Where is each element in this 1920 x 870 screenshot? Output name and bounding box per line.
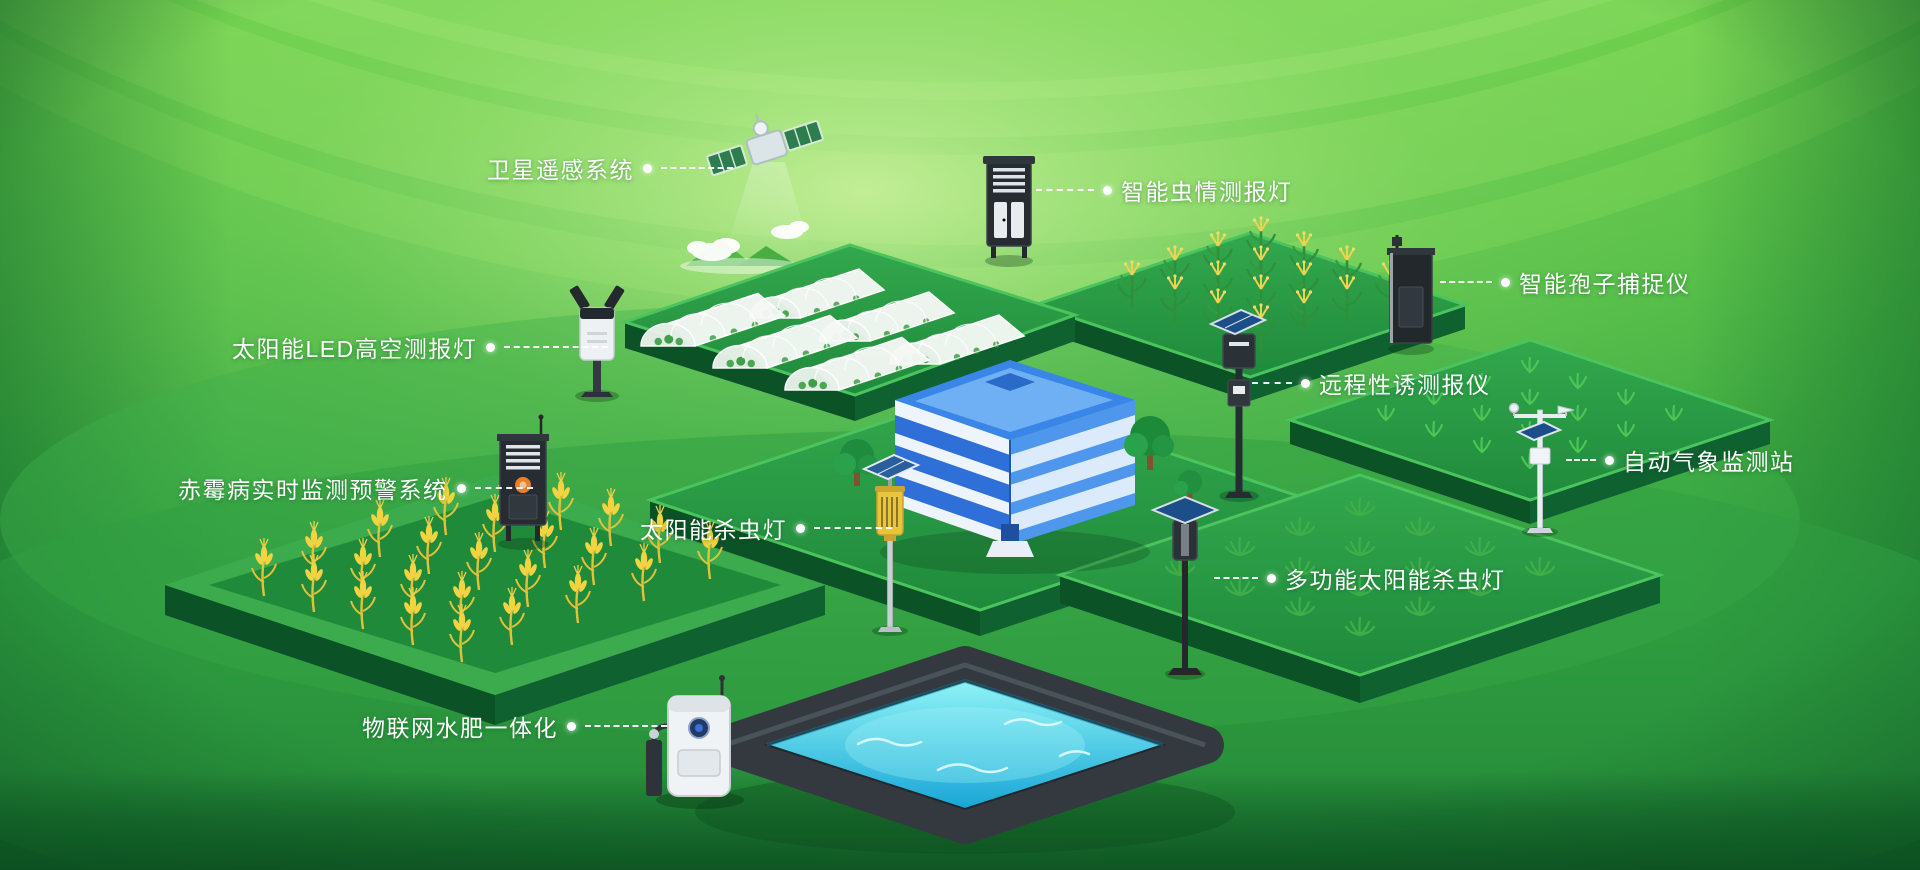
label-text: 远程性诱测报仪 [1319,372,1491,398]
dash-line [1440,281,1492,283]
dot-icon [1501,277,1510,287]
label-solar-led-airspace-lamp[interactable]: 太阳能LED高空测报灯 [232,330,609,364]
dash-line [474,487,533,489]
label-text: 自动气象监测站 [1623,449,1795,475]
label-text: 太阳能LED高空测报灯 [232,336,478,362]
label-insect-monitor-lamp[interactable]: 智能虫情测报灯 [1036,173,1293,207]
label-scab-realtime-monitor[interactable]: 赤霉病实时监测预警系统 [178,471,533,505]
label-pheromone-monitor[interactable]: 远程性诱测报仪 [1252,366,1491,400]
label-spore-catcher[interactable]: 智能孢子捕捉仪 [1440,265,1691,299]
dot-icon [567,721,576,731]
dot-icon [796,523,805,533]
dot-icon [1605,455,1614,465]
dash-line [1566,459,1596,461]
dot-icon [486,342,496,352]
label-auto-weather-station[interactable]: 自动气象监测站 [1566,443,1795,477]
label-text: 物联网水肥一体化 [362,715,558,741]
dot-icon [643,163,652,173]
label-text: 多功能太阳能杀虫灯 [1285,567,1506,593]
dash-line [1252,382,1292,384]
dot-icon [456,483,466,493]
label-iot-water-fertilizer[interactable]: 物联网水肥一体化 [362,709,667,743]
dot-icon [1267,573,1276,583]
label-text: 太阳能杀虫灯 [640,517,787,543]
dash-line [504,346,609,348]
label-text: 卫星遥感系统 [487,157,634,183]
dot-icon [1103,185,1112,195]
label-satellite-remote-sensing[interactable]: 卫星遥感系统 [487,151,733,185]
dash-line [585,725,667,727]
label-solar-insect-killer[interactable]: 太阳能杀虫灯 [640,511,892,545]
label-text: 赤霉病实时监测预警系统 [178,477,448,503]
dash-line [1036,189,1094,191]
label-text: 智能孢子捕捉仪 [1519,271,1691,297]
dot-icon [1301,378,1310,388]
dash-line [1214,577,1258,579]
label-text: 智能虫情测报灯 [1121,179,1293,205]
dash-line [814,527,892,529]
dash-line [661,167,733,169]
label-multi-solar-insect-killer[interactable]: 多功能太阳能杀虫灯 [1214,561,1506,595]
